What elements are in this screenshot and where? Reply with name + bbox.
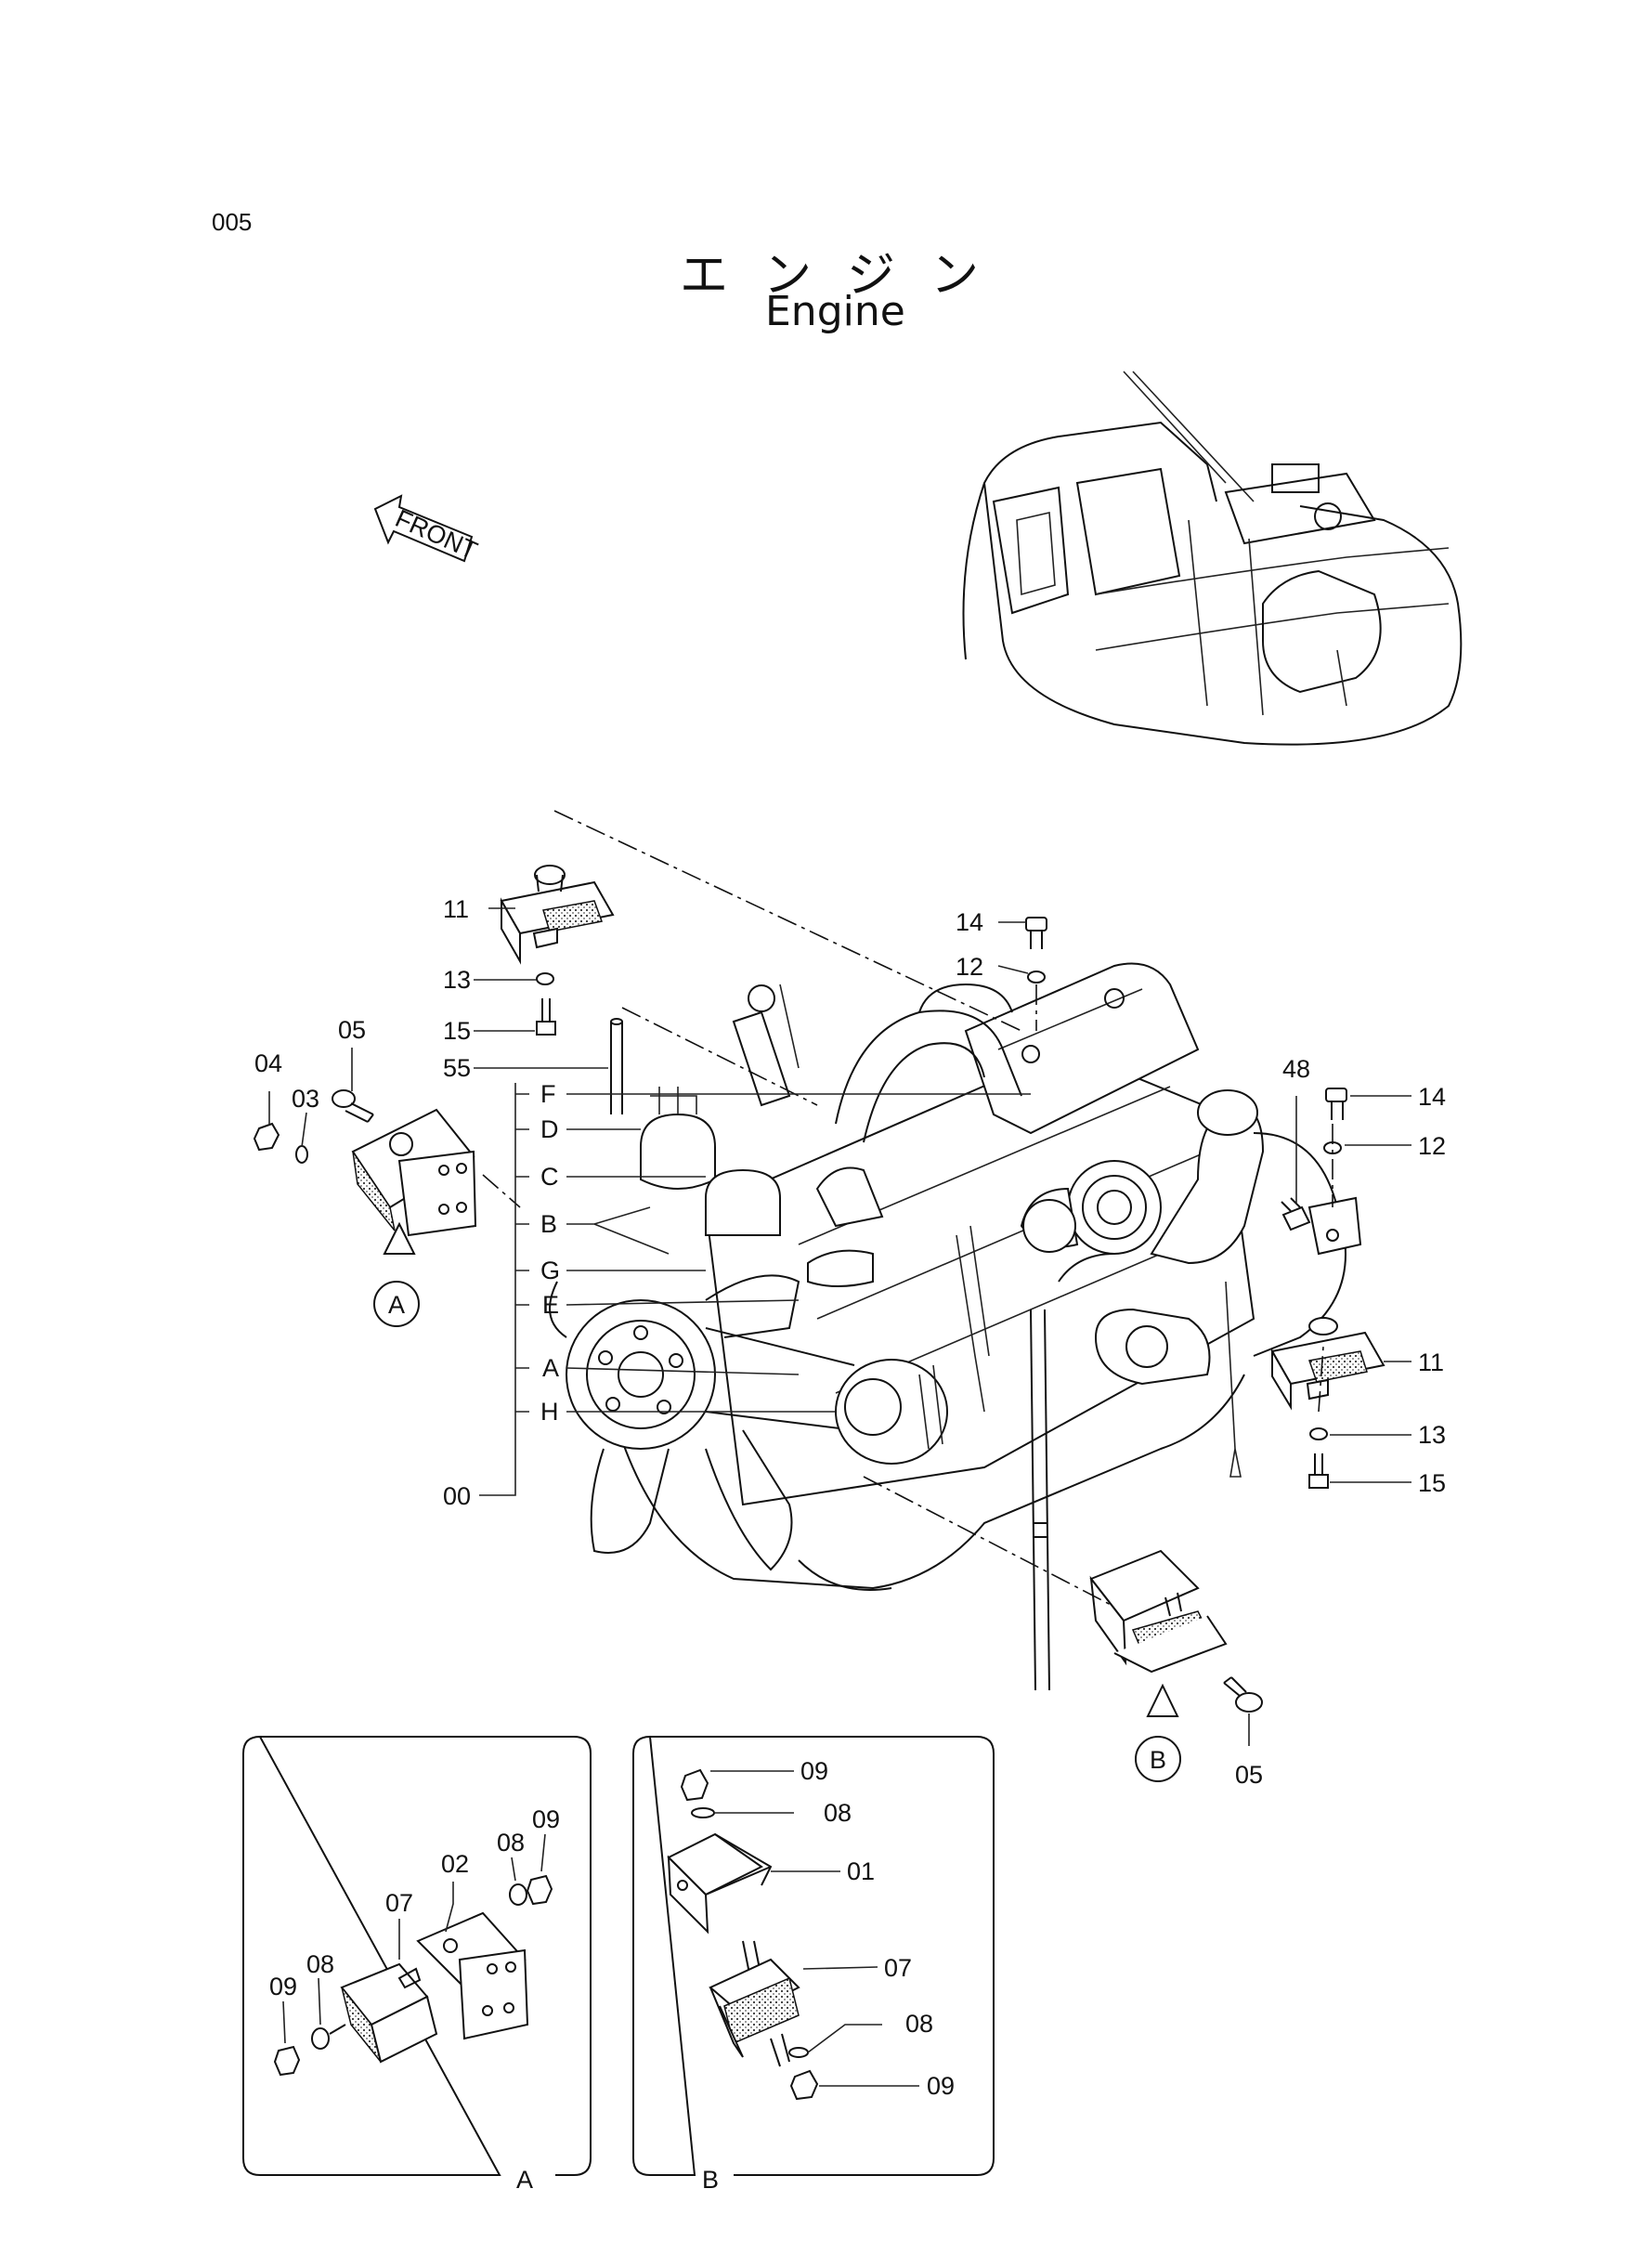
bolt-15-right (1308, 1453, 1329, 1489)
bolt-14-upper (1025, 917, 1047, 949)
callout-11-upper-left: 11 (443, 895, 469, 923)
view-marker-a-circle (373, 1281, 420, 1327)
detail-b-box: B (632, 1735, 995, 2194)
bolt-15-upper-left (536, 998, 556, 1036)
mount-rubber-front-left (500, 865, 615, 965)
detail-a-callout-09-left: 09 (269, 1973, 297, 2000)
callout-15-right: 15 (1418, 1469, 1446, 1497)
bracket-b-lower (1089, 1549, 1228, 1717)
callout-04: 04 (254, 1049, 282, 1077)
detail-a-callout-02: 02 (441, 1850, 469, 1878)
callout-13-upper-left: 13 (443, 966, 471, 994)
page-number: 005 (212, 208, 253, 236)
detail-b-callout-09-upper: 09 (800, 1757, 828, 1785)
callout-14-upper: 14 (956, 908, 983, 936)
bolt-05-lower (1223, 1676, 1263, 1713)
phantom-line-mount-right (1318, 1346, 1324, 1413)
bolt-05-left (332, 1089, 374, 1123)
front-arrow-label: FRONT (391, 504, 481, 565)
bracket-a-left (351, 1108, 477, 1255)
detail-b-callout-01: 01 (847, 1857, 875, 1885)
front-arrow: FRONT (373, 494, 482, 565)
nut-04 (253, 1122, 280, 1152)
detail-b-caption: B (702, 2166, 719, 2194)
phantom-line-mount-left (553, 810, 1022, 1032)
detail-a-callout-08-right: 08 (497, 1829, 525, 1857)
view-marker-b: B (1150, 1746, 1166, 1774)
detail-a-caption: A (516, 2166, 533, 2194)
callout-11-right: 11 (1418, 1348, 1444, 1376)
detail-b-callout-07: 07 (884, 1954, 912, 1982)
callout-c: C (540, 1163, 559, 1191)
bolt-14-right (1325, 1088, 1347, 1120)
view-marker-a: A (388, 1291, 405, 1319)
title-japanese: エンジン (680, 248, 1015, 304)
engine-foot-right (1307, 1196, 1362, 1256)
phantom-line-bracket-a (482, 1174, 521, 1208)
callout-f: F (540, 1080, 556, 1108)
washer-03 (295, 1145, 308, 1164)
title-english: Engine (765, 288, 905, 335)
callout-a: A (542, 1354, 559, 1382)
callout-12-right: 12 (1418, 1132, 1446, 1160)
callout-b: B (540, 1210, 557, 1238)
callout-00: 00 (443, 1482, 471, 1510)
washer-13-right (1309, 1427, 1328, 1440)
detail-a-callout-07: 07 (385, 1889, 413, 1917)
mount-rubber-rear-right (1270, 1317, 1385, 1411)
detail-b-callout-08-lower: 08 (905, 2010, 933, 2038)
washer-12-upper (1027, 971, 1046, 984)
callout-15-upper-left: 15 (443, 1017, 471, 1045)
callout-05-lower: 05 (1235, 1761, 1263, 1789)
callout-55: 55 (443, 1054, 471, 1082)
view-marker-b-circle (1135, 1736, 1181, 1782)
detail-b-callout-09-lower: 09 (927, 2072, 955, 2100)
callout-12-upper: 12 (956, 953, 983, 981)
callout-13-right: 13 (1418, 1421, 1446, 1449)
leader-lines (268, 907, 1411, 1746)
callout-05-left: 05 (338, 1016, 366, 1044)
callout-g: G (540, 1257, 560, 1284)
callout-d: D (540, 1115, 559, 1143)
callout-h: H (540, 1398, 559, 1426)
phantom-line-bracket-b (863, 1476, 1115, 1608)
detail-a-callout-08-left: 08 (306, 1950, 334, 1978)
engine-assembly (549, 962, 1346, 1691)
bolt-48 (1281, 1197, 1311, 1231)
detail-a-box: A (242, 1735, 592, 2194)
phantom-line-dipstick (621, 1007, 818, 1106)
excavator-location-inset (962, 371, 1463, 746)
callout-e: E (542, 1291, 559, 1319)
callout-48: 48 (1282, 1055, 1310, 1083)
callout-14-right: 14 (1418, 1083, 1446, 1111)
detail-b-callout-08-upper: 08 (824, 1799, 852, 1827)
callout-03: 03 (292, 1085, 319, 1113)
washer-13-upper-left (536, 972, 554, 985)
detail-a-callout-09-right: 09 (532, 1805, 560, 1833)
